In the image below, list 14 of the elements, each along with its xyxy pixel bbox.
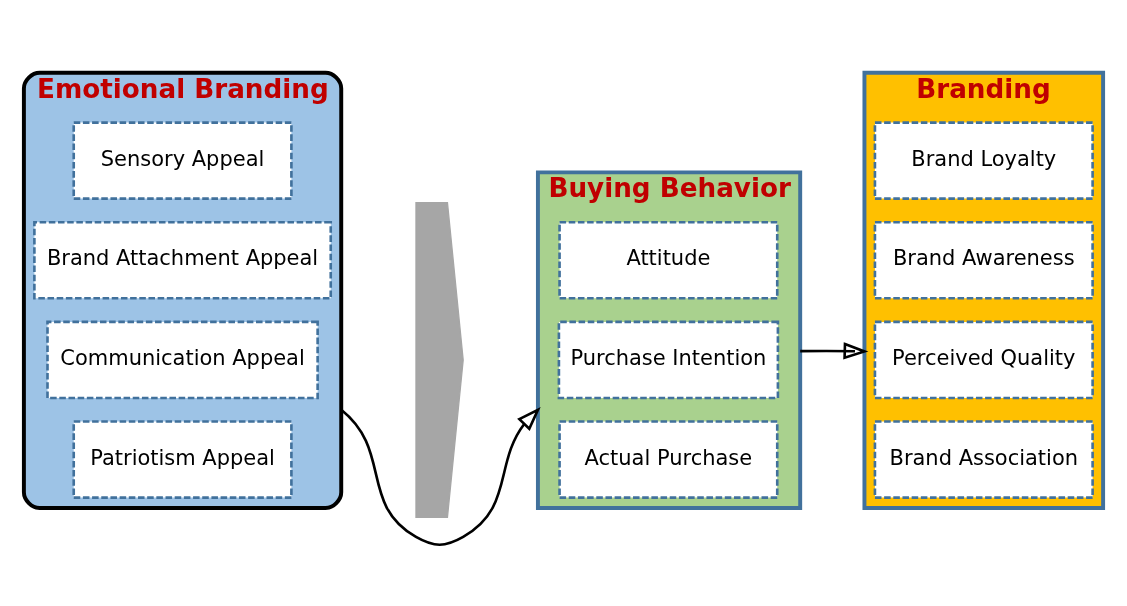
node-box: Brand Attachment Appeal xyxy=(33,220,333,300)
node-box: Actual Purchase xyxy=(558,419,779,499)
arrow xyxy=(340,406,541,546)
node-box: Sensory Appeal xyxy=(72,120,293,200)
arrow xyxy=(800,341,869,360)
node-box: Communication Appeal xyxy=(46,320,319,399)
node-box: Attitude xyxy=(558,220,779,300)
node-box: Brand Loyalty xyxy=(873,120,1094,200)
node-chevron xyxy=(415,201,464,518)
node-box: Brand Awareness xyxy=(873,220,1094,300)
node-box: Perceived Quality xyxy=(873,320,1094,399)
node-box: Purchase Intention xyxy=(557,320,780,399)
node-box: Brand Association xyxy=(873,419,1094,499)
node-box: Patriotism Appeal xyxy=(72,419,293,499)
